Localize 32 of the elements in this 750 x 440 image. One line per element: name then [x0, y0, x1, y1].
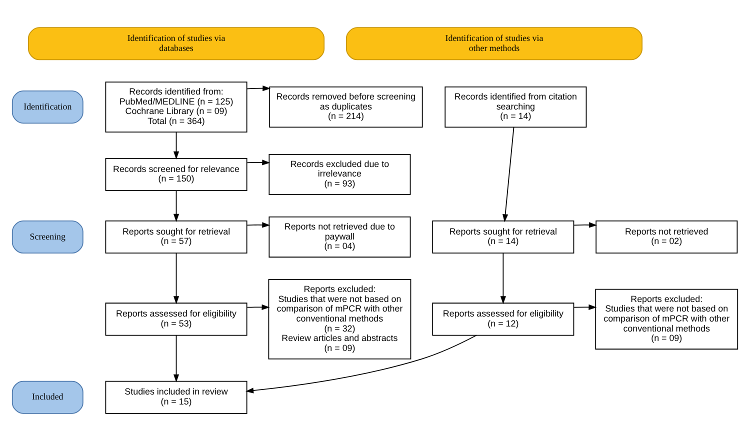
node-box: Identification of studies via databases: [28, 26, 325, 60]
node-box: Reports not retrieved due to paywall (n = 04): [268, 216, 411, 258]
node-box: Identification: [12, 90, 84, 124]
node-box: Records screened for relevance (n = 150): [105, 157, 248, 191]
node-box: Records removed before screening as duplicates (n = 214): [269, 86, 423, 128]
node-box: Reports excluded: Studies that were not based on comparison of mPCR with other conventional methods (n = 32) Review articles and abstracts (n = 09): [268, 278, 412, 359]
node-box: Records identified from: PubMed/MEDLINE (n = 125) Cochrane Library (n = 09) Total (n = 364): [105, 81, 248, 132]
node-box: Screening: [12, 220, 84, 254]
node-box: Reports excluded: Studies that were not based on comparison of mPCR with other conventional methods (n = 09): [595, 288, 738, 350]
node-box: Reports sought for retrieval (n = 57): [105, 220, 248, 254]
arrow: [173, 334, 180, 382]
arrow: [173, 131, 180, 159]
arrow: [574, 304, 597, 310]
node-box: Reports assessed for eligibility (n = 12): [432, 302, 574, 336]
arrow: [245, 334, 477, 393]
node-box: Reports assessed for eligibility (n = 53): [105, 302, 248, 336]
arrow: [173, 252, 180, 304]
arrow: [173, 190, 180, 222]
node-box: Identification of studies via other methods: [346, 26, 642, 60]
node-box: Records excluded due to irrelevance (n = 93): [268, 153, 411, 195]
node-box: Reports sought for retrieval (n = 14): [432, 220, 574, 254]
node-box: Records identified from citation searching (n = 14): [444, 86, 587, 128]
arrow: [502, 126, 514, 222]
arrow: [246, 222, 270, 228]
node-box: Reports not retrieved (n = 02): [596, 220, 738, 254]
arrow: [500, 252, 506, 304]
node-box: Studies included in review (n = 15): [105, 380, 248, 414]
arrow: [246, 159, 270, 165]
arrow: [574, 222, 598, 228]
node-box: Included: [12, 380, 84, 414]
arrow: [246, 304, 270, 310]
arrow: [246, 84, 271, 91]
